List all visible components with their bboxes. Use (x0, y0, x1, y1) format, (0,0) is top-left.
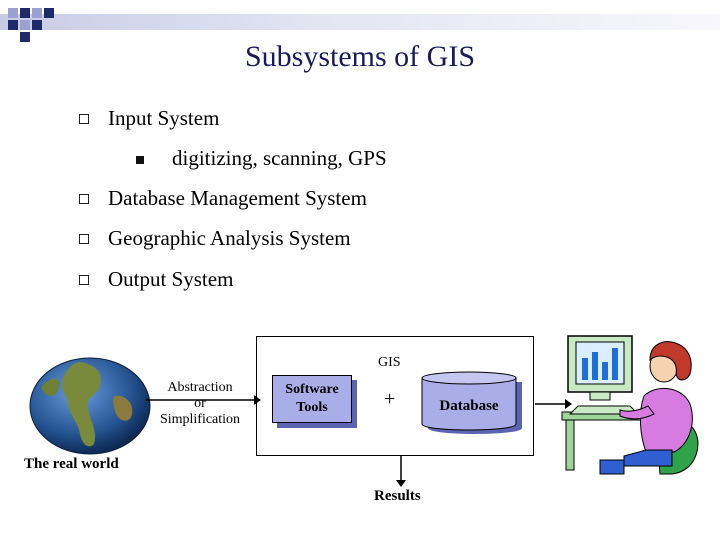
header-square (20, 20, 30, 30)
person-at-computer-icon (561, 335, 699, 475)
slide-title: Subsystems of GIS (244, 40, 476, 73)
arrow-right-icon (146, 395, 261, 405)
database-label: Database (439, 398, 499, 414)
header-square (20, 8, 30, 18)
hollow-square-bullet-icon (79, 234, 89, 244)
arrow-down-icon (396, 456, 406, 487)
bullet-text: Input System (108, 106, 220, 130)
abstraction-label: Abstraction or Simplification (159, 380, 241, 427)
bullet-text: Geographic Analysis System (108, 226, 351, 250)
header-square (44, 8, 54, 18)
header-gradient-bar (0, 14, 720, 30)
hollow-square-bullet-icon (79, 194, 89, 204)
earth-globe-icon (29, 357, 151, 455)
plus-sign: + (384, 388, 396, 410)
gis-label: GIS (378, 355, 401, 370)
software-tools-box: Software Tools (272, 375, 352, 423)
bullet-text: Output System (108, 267, 234, 291)
header-square (8, 20, 18, 30)
database-cylinder-icon (421, 371, 522, 434)
arrow-right-icon (535, 399, 572, 409)
hollow-square-bullet-icon (79, 114, 89, 124)
filled-square-bullet-icon (136, 156, 144, 164)
header-square (8, 8, 18, 18)
gis-system-box (256, 336, 534, 456)
header-square (32, 8, 42, 18)
bullet-text: Database Management System (108, 186, 367, 210)
results-label: Results (374, 488, 421, 504)
sub-bullet-text: digitizing, scanning, GPS (172, 146, 387, 170)
header-square (20, 32, 30, 42)
header-square (32, 20, 42, 30)
hollow-square-bullet-icon (79, 275, 89, 285)
real-world-label: The real world (24, 456, 119, 472)
